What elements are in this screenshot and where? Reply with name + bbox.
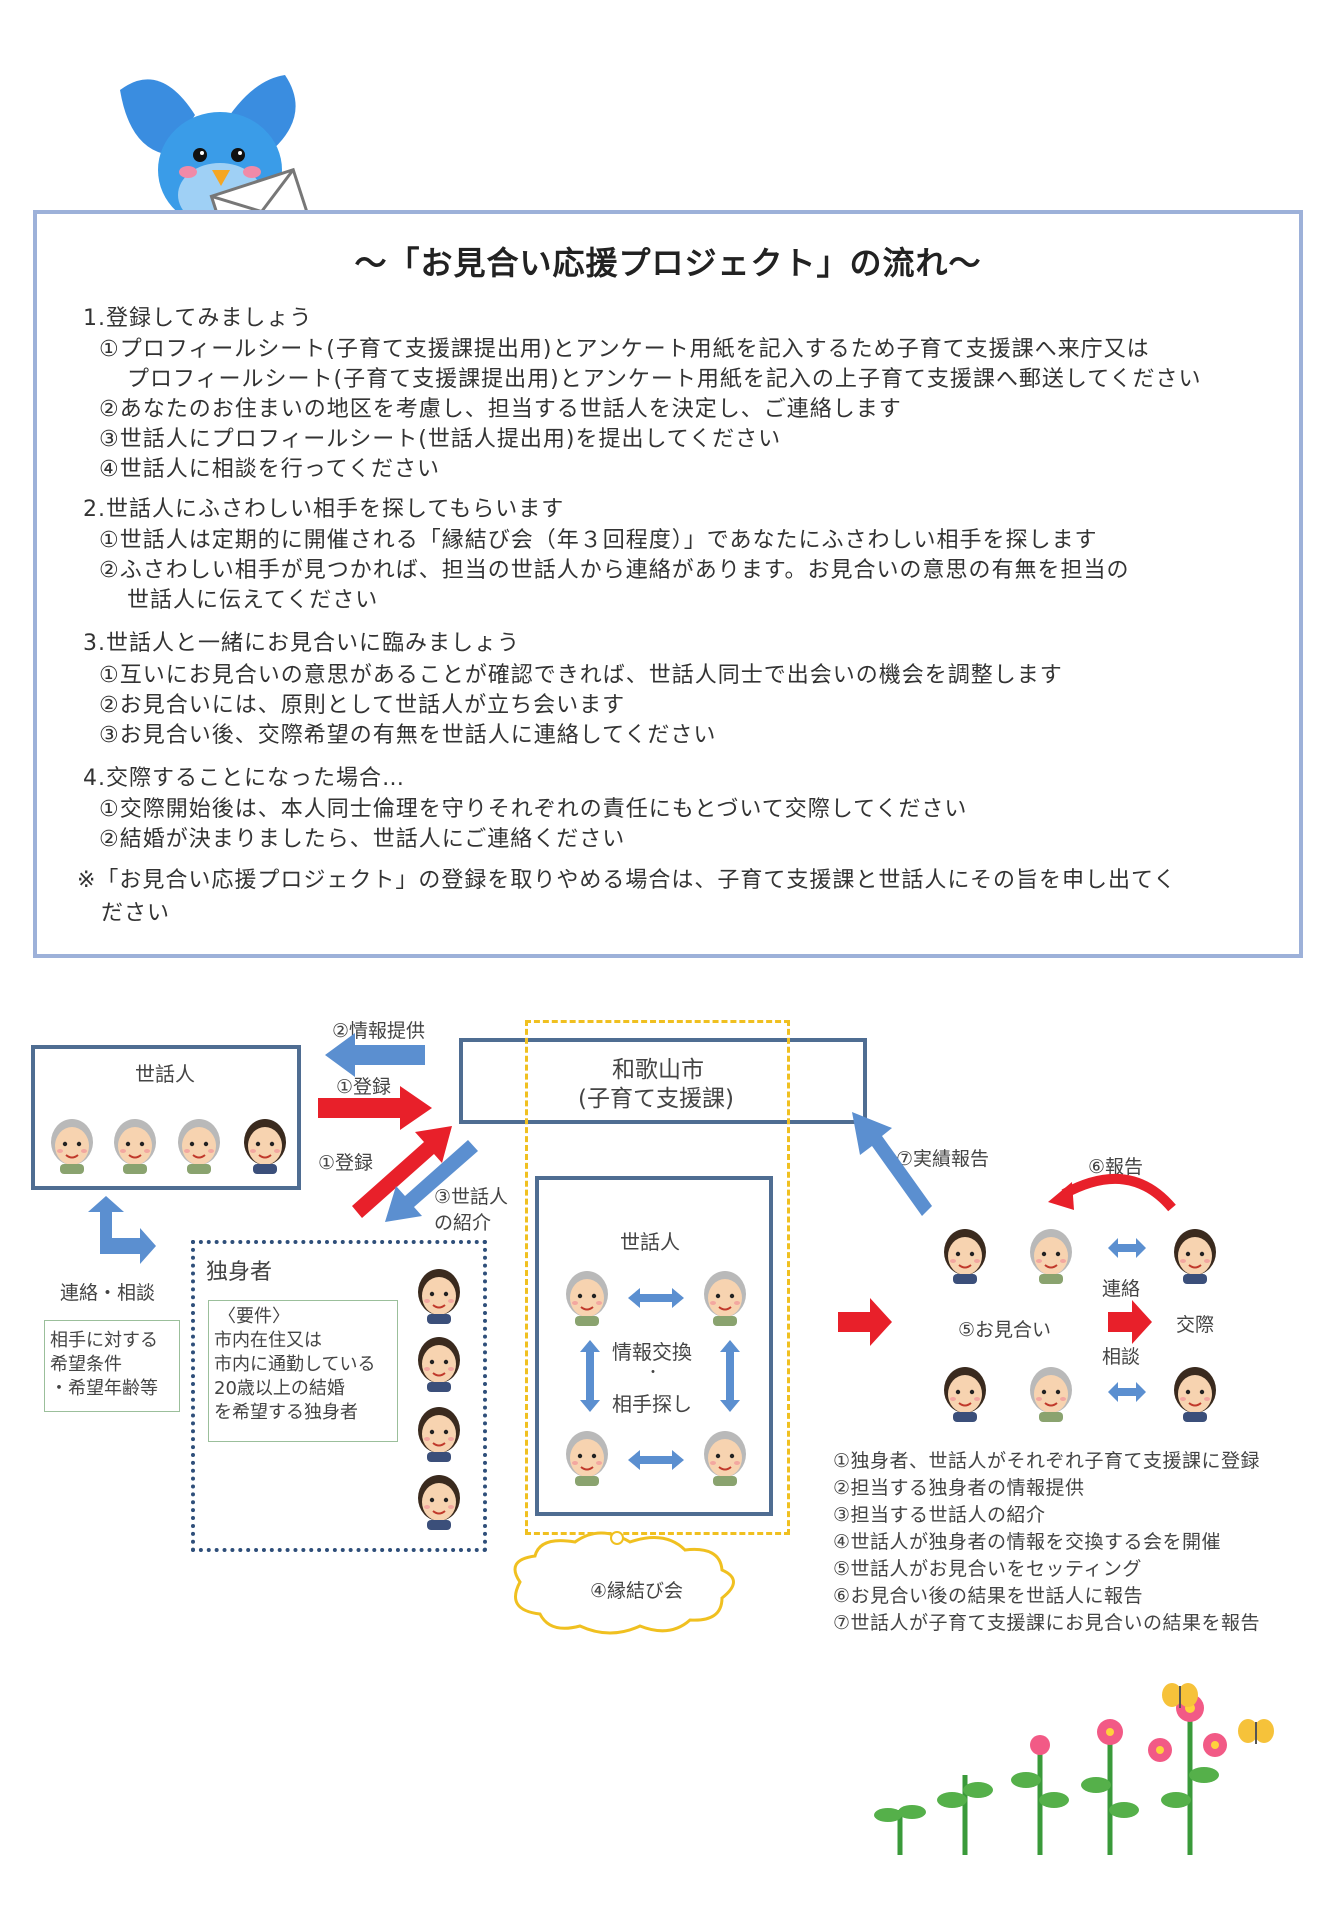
wish-line: 希望条件 xyxy=(50,1354,122,1375)
young-face-icon xyxy=(418,1407,460,1462)
section-3-heading: 3.世話人と一緒にお見合いに臨みましょう xyxy=(83,631,520,656)
young-face-icon xyxy=(418,1337,460,1392)
elderly-face-icon xyxy=(1030,1367,1072,1422)
meeting-search-label: 相手探し xyxy=(612,1392,692,1416)
legend-item: ④世話人が独身者の情報を交換する会を開催 xyxy=(833,1531,1222,1553)
requirements-line: 市内に通勤している xyxy=(214,1354,376,1375)
legend-item: ③担当する世話人の紹介 xyxy=(833,1504,1046,1526)
dating-label: 交際 xyxy=(1176,1314,1215,1336)
young-face-icon xyxy=(1174,1367,1216,1422)
contact-double-arrow xyxy=(1108,1238,1146,1258)
young-face-icon xyxy=(1174,1229,1216,1284)
result-report-label: ⑦実績報告 xyxy=(896,1148,990,1170)
to-dating-arrow xyxy=(1108,1300,1152,1344)
elderly-face-icon xyxy=(566,1431,608,1486)
elderly-face-icon xyxy=(114,1119,156,1174)
legend-item: ②担当する独身者の情報提供 xyxy=(833,1477,1085,1499)
section-3-line: ③お見合い後、交際希望の有無を世話人に連絡してください xyxy=(99,723,717,748)
single-person-title: 独身者 xyxy=(206,1260,273,1285)
section-1-heading: 1.登録してみましょう xyxy=(83,306,313,331)
contact-label: 連絡 xyxy=(1102,1278,1141,1300)
omiai-label: ⑤お見合い xyxy=(958,1319,1052,1341)
section-1-line: ①プロフィールシート(子育て支援課提出用)とアンケート用紙を記入するため子育て支… xyxy=(99,337,1150,362)
section-4-line: ①交際開始後は、本人同士倫理を守りそれぞれの責任にもとづいて交際してください xyxy=(99,797,968,822)
section-1-line: ④世話人に相談を行ってください xyxy=(99,457,440,482)
single-person-box xyxy=(191,1240,487,1552)
requirements-line: 市内在住又は xyxy=(214,1330,322,1351)
contact-consult-label: 連絡・相談 xyxy=(60,1282,156,1304)
elderly-face-icon xyxy=(566,1271,608,1326)
wish-line: ・希望年齢等 xyxy=(50,1378,158,1399)
contact-consult-arrow xyxy=(88,1196,156,1264)
meeting-cloud-label: ④縁結び会 xyxy=(590,1580,684,1602)
requirements-line: 20歳以上の結婚 xyxy=(214,1378,345,1399)
section-2-line: ②ふさわしい相手が見つかれば、担当の世話人から連絡があります。お見合いの意思の有… xyxy=(99,558,1130,583)
elderly-face-icon xyxy=(704,1271,746,1326)
to-omiai-arrow xyxy=(838,1298,892,1346)
meeting-dot: ・ xyxy=(646,1365,660,1381)
section-2-line: 世話人に伝えてください xyxy=(127,588,379,613)
section-4-line: ②結婚が決まりましたら、世話人にご連絡ください xyxy=(99,827,626,852)
section-1-line: ②あなたのお住まいの地区を考慮し、担当する世話人を決定し、ご連絡します xyxy=(99,397,902,422)
elderly-face-icon xyxy=(1030,1229,1072,1284)
meeting-caretaker-label: 世話人 xyxy=(620,1230,680,1254)
section-1-line: プロフィールシート(子育て支援課提出用)とアンケート用紙を記入の上子育て支援課へ… xyxy=(127,367,1202,392)
consult-double-arrow xyxy=(1108,1382,1146,1402)
young-face-icon xyxy=(418,1475,460,1530)
section-4-heading: 4.交際することになった場合… xyxy=(83,766,405,791)
young-face-icon xyxy=(418,1269,460,1324)
info-provision-label: ②情報提供 xyxy=(332,1020,426,1042)
flow-legend: ①独身者、世話人がそれぞれ子育て支援課に登録 ②担当する独身者の情報提供 ③担当… xyxy=(833,1448,1260,1637)
note-line: ださい xyxy=(101,901,171,926)
note-line: ※「お見合い応援プロジェクト」の登録を取りやめる場合は、子育て支援課と世話人にそ… xyxy=(77,868,1177,893)
register-label-bottom: ①登録 xyxy=(318,1152,374,1174)
young-face-icon xyxy=(244,1119,286,1174)
city-name: 和歌山市 xyxy=(612,1057,704,1083)
city-department: (子育て支援課) xyxy=(578,1086,734,1112)
page-title: ～「お見合い応援プロジェクト」の流れ～ xyxy=(354,244,982,282)
flowers-icon xyxy=(874,1694,1227,1855)
register-label-top: ①登録 xyxy=(336,1076,392,1098)
elderly-face-icon xyxy=(178,1119,220,1174)
section-2-line: ①世話人は定期的に開催される「縁結び会（年３回程度）」であなたにふさわしい相手を… xyxy=(99,528,1098,553)
section-3-line: ②お見合いには、原則として世話人が立ち会います xyxy=(99,693,626,718)
report-arrow xyxy=(1061,1173,1176,1212)
legend-item: ①独身者、世話人がそれぞれ子育て支援課に登録 xyxy=(833,1450,1261,1472)
butterfly-icon xyxy=(1238,1719,1274,1744)
caretaker-box-label: 世話人 xyxy=(135,1062,195,1086)
section-3-line: ①互いにお見合いの意思があることが確認できれば、世話人同士で出会いの機会を調整し… xyxy=(99,663,1063,688)
consult-label: 相談 xyxy=(1102,1346,1141,1368)
legend-item: ⑥お見合い後の結果を世話人に報告 xyxy=(833,1585,1144,1607)
legend-item: ⑦世話人が子育て支援課にお見合いの結果を報告 xyxy=(833,1612,1261,1634)
elderly-face-icon xyxy=(51,1119,93,1174)
legend-item: ⑤世話人がお見合いをセッティング xyxy=(833,1558,1142,1580)
wish-line: 相手に対する xyxy=(50,1330,158,1351)
introduction-label: ③世話人 xyxy=(434,1186,509,1208)
young-face-icon xyxy=(944,1367,986,1422)
meeting-exchange-label: 情報交換 xyxy=(612,1340,692,1364)
requirements-title: 〈要件〉 xyxy=(218,1306,290,1327)
young-face-icon xyxy=(944,1229,986,1284)
steps-panel: ～「お見合い応援プロジェクト」の流れ～ 1.登録してみましょう ①プロフィールシ… xyxy=(33,210,1303,958)
report-label: ⑥報告 xyxy=(1088,1156,1144,1178)
butterfly-icon xyxy=(1162,1683,1198,1708)
wish-conditions-note xyxy=(44,1320,180,1412)
section-1-line: ③世話人にプロフィールシート(世話人提出用)を提出してください xyxy=(99,427,782,452)
section-2-heading: 2.世話人にふさわしい相手を探してもらいます xyxy=(83,497,565,522)
introduction-label: の紹介 xyxy=(434,1212,492,1234)
requirements-note xyxy=(208,1300,398,1442)
elderly-face-icon xyxy=(704,1431,746,1486)
requirements-line: を希望する独身者 xyxy=(214,1402,358,1423)
